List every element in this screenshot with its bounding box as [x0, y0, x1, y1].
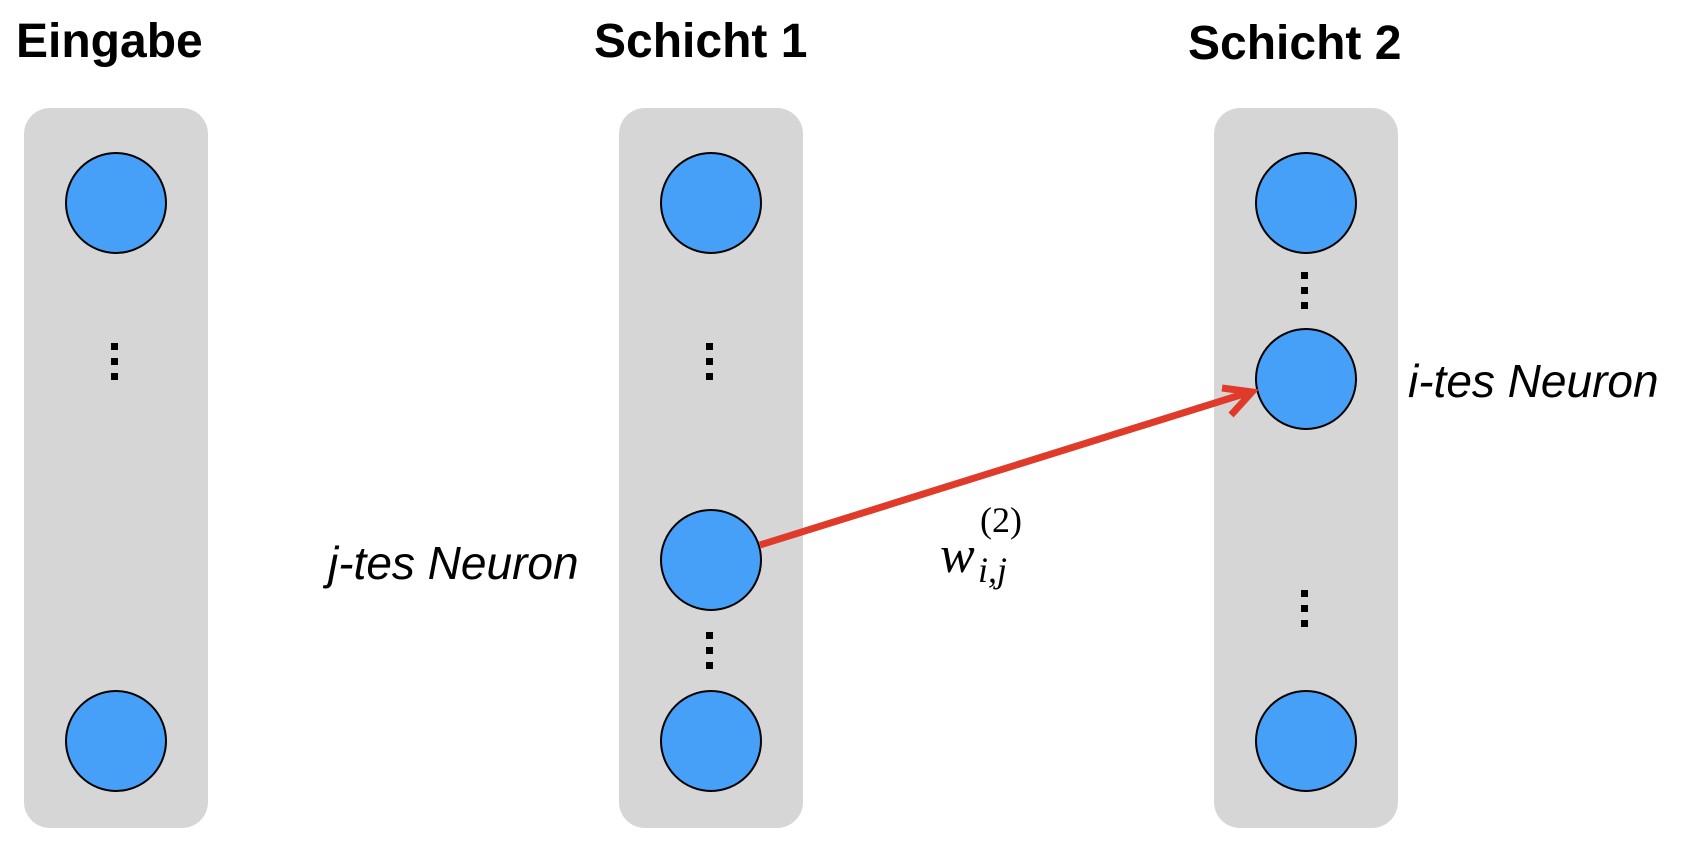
neuron-schicht1-j — [660, 509, 762, 611]
panel-schicht-2 — [1214, 108, 1398, 828]
ellipsis-eingabe — [111, 343, 118, 380]
weight-subscript: i,j — [978, 550, 1008, 590]
ellipsis-schicht2-lower — [1301, 590, 1308, 627]
ellipsis-schicht2-upper — [1301, 272, 1308, 309]
neuron-schicht2-i — [1255, 328, 1357, 430]
layer-title-eingabe: Eingabe — [16, 15, 203, 68]
ellipsis-schicht1-lower — [706, 632, 713, 669]
label-i-neuron: i-tes Neuron — [1408, 355, 1659, 407]
layer-title-schicht-2: Schicht 2 — [1188, 17, 1402, 70]
neuron-schicht2-top — [1255, 152, 1357, 254]
ellipsis-schicht1-upper — [706, 343, 713, 380]
neuron-schicht1-bottom — [660, 690, 762, 792]
neuron-eingabe-bottom — [65, 690, 167, 792]
panel-eingabe — [24, 108, 208, 828]
neuron-schicht1-top — [660, 152, 762, 254]
panel-schicht-1 — [619, 108, 803, 828]
weight-symbol: w — [940, 527, 975, 584]
weight-arrow — [758, 384, 1260, 549]
neuron-eingabe-top — [65, 152, 167, 254]
label-j-neuron: j-tes Neuron — [328, 537, 579, 589]
weight-label: w (2) i,j — [940, 502, 1022, 588]
neuron-schicht2-bottom — [1255, 690, 1357, 792]
layer-title-schicht-1: Schicht 1 — [594, 15, 808, 68]
weight-superscript: (2) — [980, 500, 1022, 540]
